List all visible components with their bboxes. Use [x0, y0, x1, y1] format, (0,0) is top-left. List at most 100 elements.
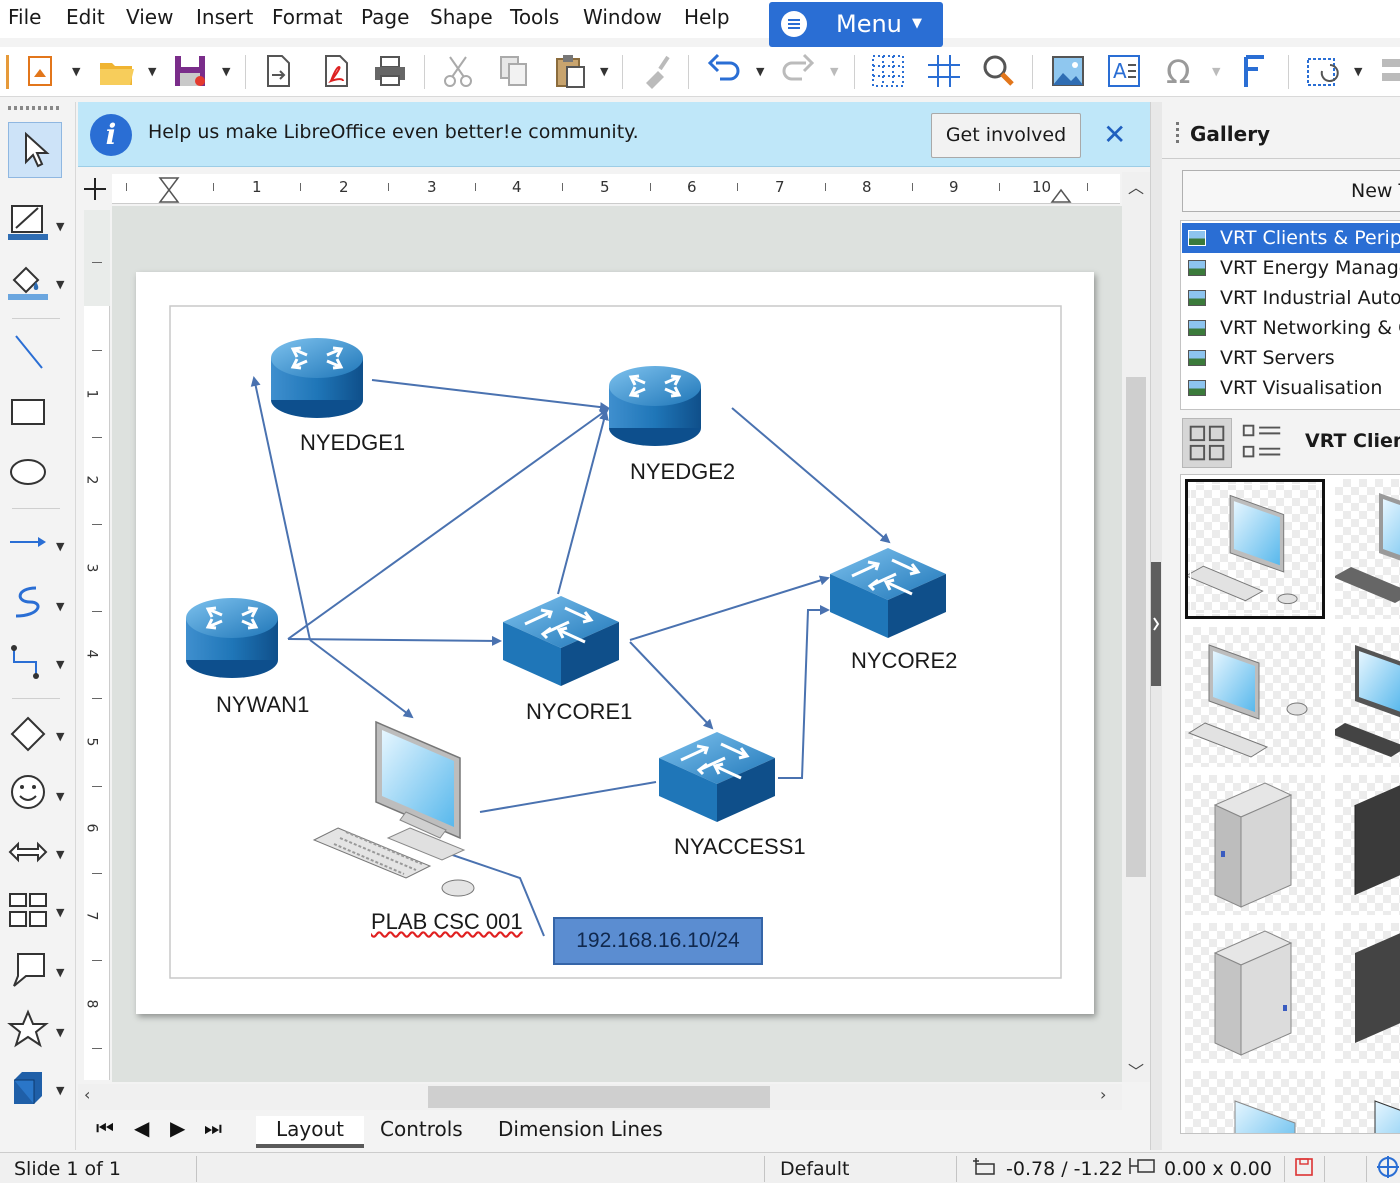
- first-slide-icon[interactable]: ⏮: [96, 1116, 114, 1140]
- theme-item[interactable]: VRT Industrial Automation: [1182, 283, 1400, 313]
- chevron-down-icon[interactable]: ▼: [56, 730, 65, 743]
- theme-item[interactable]: VRT Energy Management: [1182, 253, 1400, 283]
- slide-page[interactable]: NYEDGE1 NYEDGE2 NYWAN1 NYCORE1 NYCORE2 N…: [136, 272, 1094, 1014]
- label-nywan1[interactable]: NYWAN1: [216, 692, 310, 717]
- fill-color-tool[interactable]: [6, 258, 62, 308]
- menu-page[interactable]: Page: [361, 5, 410, 29]
- right-margin-marker-icon[interactable]: [1050, 186, 1072, 204]
- next-slide-icon[interactable]: ▶: [170, 1116, 186, 1140]
- callout-tool[interactable]: [6, 948, 62, 998]
- save-icon[interactable]: [170, 51, 210, 91]
- 3d-objects-tool[interactable]: [6, 1066, 62, 1116]
- menu-button[interactable]: Menu ▼: [769, 2, 943, 47]
- menu-format[interactable]: Format: [272, 5, 343, 29]
- gallery-item-laptop-dark[interactable]: [1335, 1071, 1400, 1133]
- sidebar-collapse-handle[interactable]: [1151, 562, 1161, 686]
- chevron-down-icon[interactable]: ▼: [56, 658, 65, 671]
- gallery-item-dark-computer[interactable]: [1329, 627, 1400, 767]
- theme-item[interactable]: VRT Visualisation: [1182, 373, 1400, 403]
- paste-icon[interactable]: [550, 51, 590, 91]
- menu-insert[interactable]: Insert: [196, 5, 254, 29]
- new-theme-button[interactable]: New Theme...: [1182, 170, 1400, 212]
- new-document-icon[interactable]: [20, 51, 60, 91]
- theme-item[interactable]: VRT Clients & Peripherals: [1182, 223, 1400, 253]
- gallery-item-tower-silver[interactable]: [1185, 775, 1325, 915]
- chevron-down-icon[interactable]: ▼: [56, 790, 65, 803]
- router-nyedge2[interactable]: [607, 364, 703, 448]
- gallery-item-monitor-keyboard[interactable]: [1333, 479, 1400, 619]
- ellipse-tool[interactable]: [6, 450, 62, 500]
- get-involved-button[interactable]: Get involved: [931, 113, 1081, 158]
- horizontal-ruler[interactable]: 1 2 3 4 5 6 7 8 9 10: [112, 174, 1120, 204]
- align-objects-icon[interactable]: [1378, 51, 1400, 91]
- gallery-item-laptop[interactable]: [1185, 1071, 1325, 1133]
- icon-view-button[interactable]: [1182, 418, 1232, 468]
- panel-grip[interactable]: [1176, 122, 1179, 144]
- chevron-down-icon[interactable]: ▼: [56, 848, 65, 861]
- theme-item[interactable]: VRT Networking & Communication: [1182, 313, 1400, 343]
- label-nyedge2[interactable]: NYEDGE2: [630, 459, 736, 484]
- block-arrows-tool[interactable]: [6, 830, 62, 880]
- chevron-down-icon[interactable]: ▼: [222, 65, 231, 78]
- chevron-down-icon[interactable]: ▼: [1354, 65, 1363, 78]
- connector-tool[interactable]: [6, 640, 62, 690]
- basic-shapes-tool[interactable]: [6, 712, 62, 762]
- horizontal-scrollbar[interactable]: ‹ ›: [78, 1084, 1122, 1110]
- menu-file[interactable]: File: [8, 5, 42, 29]
- ip-address-box[interactable]: 192.168.16.10/24: [553, 917, 763, 965]
- zoom-fit-icon[interactable]: [1376, 1155, 1400, 1183]
- chevron-down-icon[interactable]: ▼: [830, 65, 839, 78]
- vertical-scroll-thumb[interactable]: [1126, 377, 1146, 877]
- menu-window[interactable]: Window: [583, 5, 662, 29]
- scroll-right-icon[interactable]: ›: [1100, 1085, 1107, 1104]
- tab-controls[interactable]: Controls: [380, 1117, 463, 1141]
- switch-nycore2[interactable]: [828, 546, 948, 640]
- toolbar-grip[interactable]: [8, 106, 62, 110]
- chevron-down-icon[interactable]: ▼: [56, 278, 65, 291]
- label-nycore1[interactable]: NYCORE1: [526, 699, 633, 724]
- transformations-icon[interactable]: [1302, 51, 1342, 91]
- grid-icon[interactable]: [868, 51, 908, 91]
- export-icon[interactable]: [258, 51, 298, 91]
- clone-formatting-icon[interactable]: [636, 51, 676, 91]
- arrow-line-tool[interactable]: [6, 520, 62, 570]
- undo-icon[interactable]: [704, 51, 744, 91]
- zoom-icon[interactable]: [978, 51, 1018, 91]
- scroll-left-icon[interactable]: ‹: [84, 1085, 91, 1104]
- chevron-down-icon[interactable]: ▼: [56, 600, 65, 613]
- copy-icon[interactable]: [494, 51, 534, 91]
- symbol-shapes-tool[interactable]: [6, 770, 62, 820]
- gallery-item-tower-black[interactable]: [1335, 775, 1400, 915]
- label-nyaccess1[interactable]: NYACCESS1: [674, 834, 806, 859]
- document-modified-icon[interactable]: [1294, 1156, 1314, 1183]
- previous-slide-icon[interactable]: ◀: [134, 1116, 150, 1140]
- router-nywan1[interactable]: [184, 596, 280, 680]
- line-tool[interactable]: [6, 330, 62, 380]
- special-character-icon[interactable]: Ω: [1160, 51, 1200, 91]
- cut-icon[interactable]: [438, 51, 478, 91]
- switch-nycore1[interactable]: [501, 594, 621, 688]
- menu-edit[interactable]: Edit: [66, 5, 105, 29]
- chevron-down-icon[interactable]: ▼: [56, 220, 65, 233]
- flowchart-tool[interactable]: [6, 888, 62, 938]
- select-tool[interactable]: [8, 122, 62, 178]
- chevron-down-icon[interactable]: ▼: [1212, 65, 1221, 78]
- chevron-down-icon[interactable]: ▼: [148, 65, 157, 78]
- helplines-icon[interactable]: [924, 51, 964, 91]
- menu-help[interactable]: Help: [684, 5, 730, 29]
- curve-tool[interactable]: [6, 580, 62, 630]
- line-color-tool[interactable]: [6, 198, 62, 248]
- label-nyedge1[interactable]: NYEDGE1: [300, 430, 406, 455]
- last-slide-icon[interactable]: ⏭: [204, 1116, 222, 1140]
- tab-dimension-lines[interactable]: Dimension Lines: [498, 1117, 663, 1141]
- router-nyedge1[interactable]: [269, 336, 365, 420]
- switch-nyaccess1[interactable]: [657, 730, 777, 824]
- chevron-down-icon[interactable]: ▼: [56, 966, 65, 979]
- label-plab-csc-001[interactable]: PLAB CSC 001: [371, 909, 523, 934]
- scroll-down-icon[interactable]: ﹀: [1128, 1062, 1145, 1081]
- stars-tool[interactable]: [6, 1008, 62, 1058]
- rectangle-tool[interactable]: [6, 390, 62, 440]
- drawing-canvas[interactable]: NYEDGE1 NYEDGE2 NYWAN1 NYCORE1 NYCORE2 N…: [112, 206, 1122, 1082]
- scroll-up-icon[interactable]: ︿: [1128, 178, 1145, 197]
- fontwork-icon[interactable]: [1234, 51, 1274, 91]
